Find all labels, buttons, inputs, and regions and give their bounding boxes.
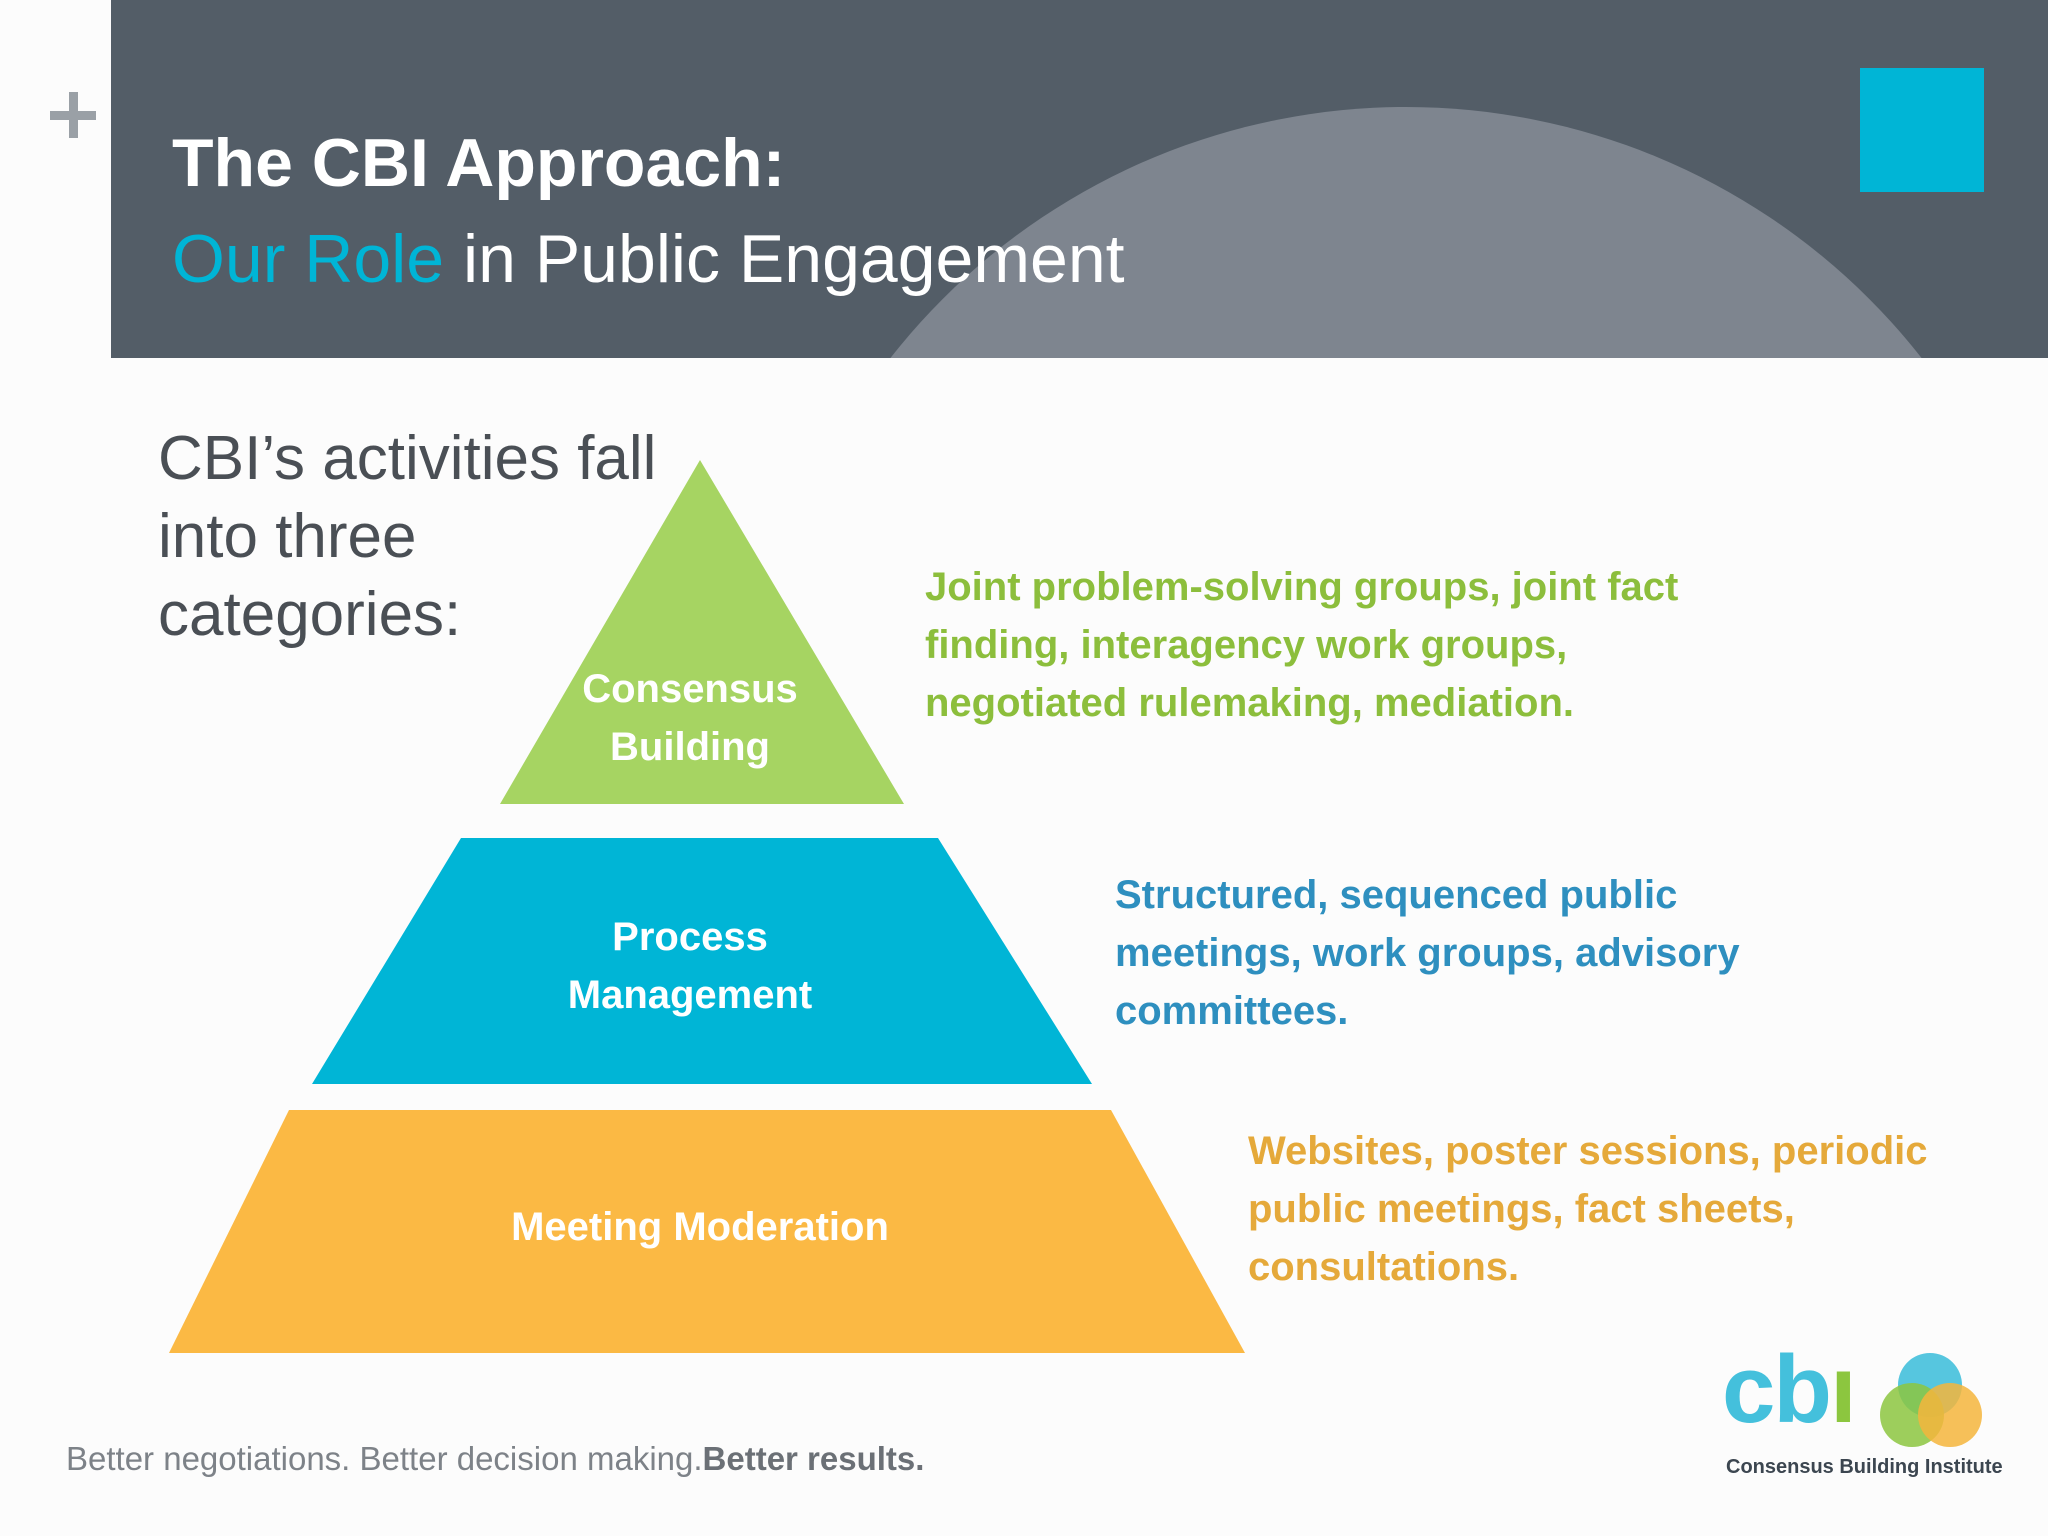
pyramid-tier-top [500, 460, 904, 804]
tier-label-line: Building [610, 725, 770, 769]
slide-subtitle: Our Role in Public Engagement [172, 220, 1125, 298]
plus-icon [50, 92, 96, 138]
footer-tagline: Better negotiations. Better decision mak… [66, 1440, 924, 1478]
tier-label-process-management: Process Management [520, 908, 860, 1024]
tier-label-line: Process [612, 915, 768, 959]
subtitle-highlight: Our Role [172, 221, 445, 297]
subtitle-rest: in Public Engagement [444, 221, 1125, 297]
cbi-logo-text: cbı [1722, 1340, 1857, 1440]
tagline-regular: Better negotiations. Better decision mak… [66, 1440, 703, 1477]
tier-label-line: Management [567, 973, 813, 1017]
pyramid-tier-bottom [169, 1110, 1245, 1353]
tier-label-consensus-building: Consensus Building [560, 660, 820, 776]
logo-letter-i: ı [1830, 1336, 1857, 1443]
accent-square [1860, 68, 1984, 192]
intro-text: CBI’s activities fall into three categor… [158, 424, 657, 649]
tier-label-line: Meeting Moderation [511, 1205, 889, 1249]
header-band [111, 0, 2048, 358]
cbi-logo-circles [1880, 1353, 1982, 1447]
description-process-management: Structured, sequenced public meetings, w… [1115, 873, 1740, 1033]
description-consensus-building: Joint problem-solving groups, joint fact… [925, 565, 1679, 725]
slide-title: The CBI Approach: [172, 125, 786, 201]
tier-label-meeting-moderation: Meeting Moderation [440, 1198, 960, 1256]
pyramid-tier-middle [312, 838, 1092, 1084]
tagline-bold: Better results. [702, 1440, 925, 1477]
tier-label-line: Consensus [582, 667, 798, 711]
cbi-logo-caption: Consensus Building Institute [1726, 1456, 2003, 1478]
logo-letters-cb: cb [1722, 1336, 1832, 1443]
description-meeting-moderation: Websites, poster sessions, periodic publ… [1248, 1129, 1928, 1289]
